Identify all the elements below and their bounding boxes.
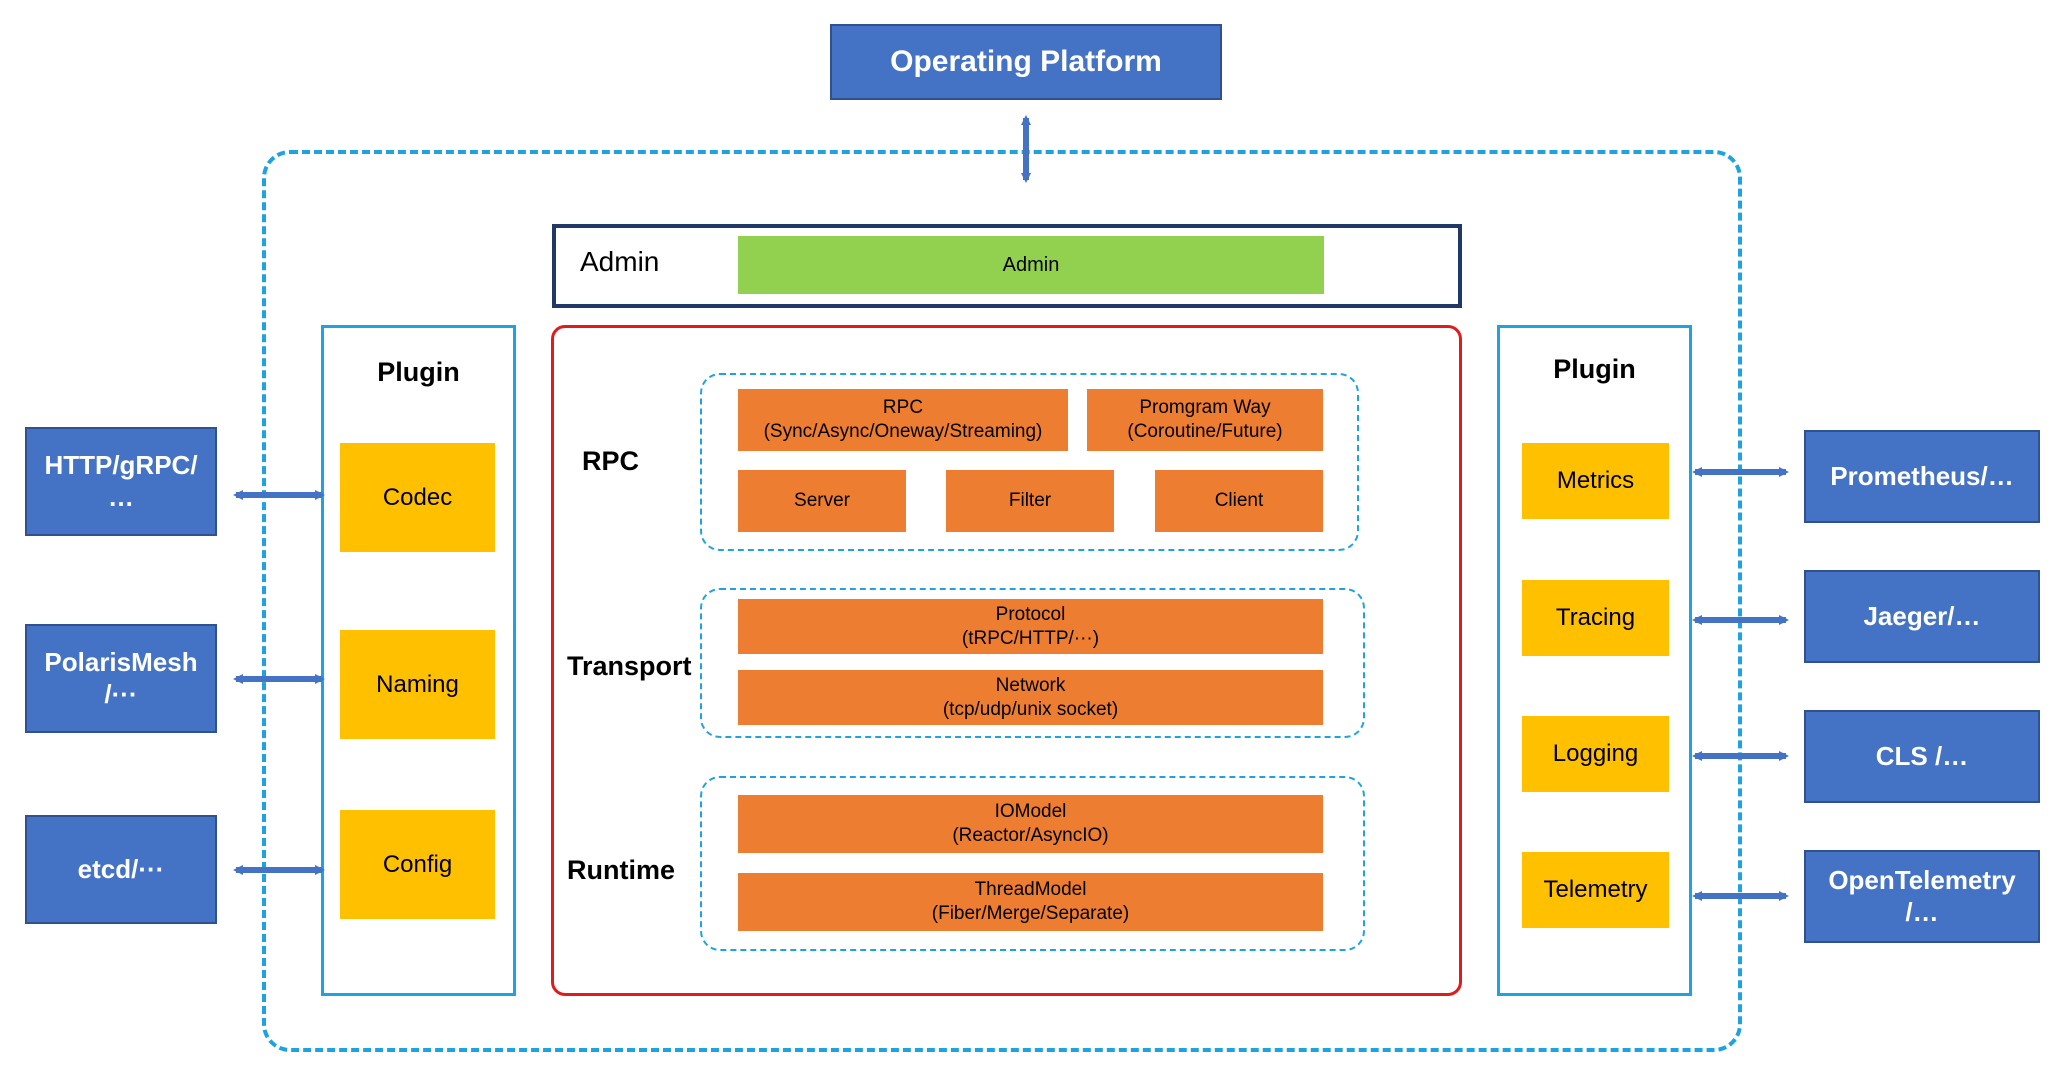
rpc-layer-label: RPC (582, 446, 640, 476)
external-etcd: etcd/··· (25, 815, 217, 924)
network-component: Network (tcp/udp/unix socket) (738, 670, 1323, 725)
external-jaeger: Jaeger/… (1804, 570, 2040, 663)
rpc-group (700, 373, 1359, 551)
admin-label: Admin (580, 246, 660, 277)
plugin-naming: Naming (340, 630, 495, 739)
external-cls: CLS /… (1804, 710, 2040, 803)
plugin-config: Config (340, 810, 495, 919)
filter-component: Filter (946, 470, 1114, 532)
transport-group (700, 588, 1365, 738)
plugin-metrics: Metrics (1522, 443, 1669, 519)
program-way-component: Promgram Way (Coroutine/Future) (1087, 389, 1323, 451)
left-plugin-title: Plugin (377, 356, 460, 387)
right-plugin-title: Plugin (1553, 353, 1636, 384)
runtime-layer-label: Runtime (567, 855, 675, 885)
admin-bar: Admin (738, 236, 1324, 294)
server-component: Server (738, 470, 906, 532)
transport-layer-label: Transport (567, 651, 692, 681)
protocol-component: Protocol (tRPC/HTTP/···) (738, 599, 1323, 654)
plugin-telemetry: Telemetry (1522, 852, 1669, 928)
iomodel-component: IOModel (Reactor/AsyncIO) (738, 795, 1323, 853)
external-prometheus: Prometheus/… (1804, 430, 2040, 523)
plugin-codec: Codec (340, 443, 495, 552)
runtime-group (700, 776, 1365, 951)
rpc-component: RPC (Sync/Async/Oneway/Streaming) (738, 389, 1068, 451)
threadmodel-component: ThreadModel (Fiber/Merge/Separate) (738, 873, 1323, 931)
plugin-logging: Logging (1522, 716, 1669, 792)
external-http-grpc: HTTP/gRPC/ … (25, 427, 217, 536)
operating-platform-box: Operating Platform (830, 24, 1222, 100)
plugin-tracing: Tracing (1522, 580, 1669, 656)
client-component: Client (1155, 470, 1323, 532)
framework-boundary (262, 150, 1742, 1052)
external-polarismesh: PolarisMesh /··· (25, 624, 217, 733)
external-opentelemetry: OpenTelemetry /… (1804, 850, 2040, 943)
